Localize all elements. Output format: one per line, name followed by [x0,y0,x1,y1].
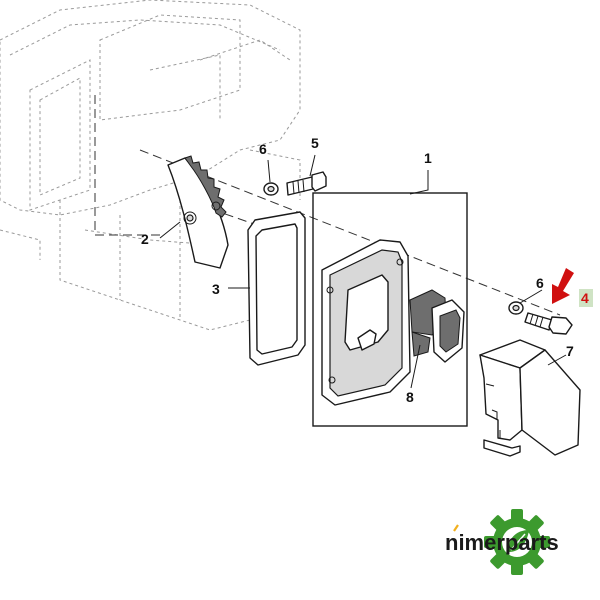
callout-8: 8 [406,389,414,405]
callout-6-upper: 6 [259,141,267,157]
background-housing [0,0,301,331]
callout-1: 1 [424,150,432,166]
bolt-part-lower [524,312,573,335]
leader-lines [159,154,567,389]
callout-labels: 1 2 3 6 5 8 6 7 4 [141,135,593,405]
control-module-part [321,239,411,406]
callout-7: 7 [566,343,574,359]
callout-4: 4 [581,290,589,306]
cover-part [479,339,581,457]
callout-6-lower: 6 [536,275,544,291]
brand-accent-mark [453,524,459,532]
connector-part [409,289,465,363]
highlight-arrow-icon [552,268,574,304]
gear-segment-part [167,155,229,269]
callout-2: 2 [141,231,149,247]
brand-name: nimerparts [445,530,559,555]
callout-4-highlight [579,289,593,307]
callout-5: 5 [311,135,319,151]
gear-leaf-logo-icon [484,509,550,575]
bolt-part-upper [286,171,327,196]
gasket-part [247,211,306,366]
washer-part-lower [508,301,524,315]
washer-part-upper [263,182,279,196]
module-frame [312,192,468,427]
callout-3: 3 [212,281,220,297]
